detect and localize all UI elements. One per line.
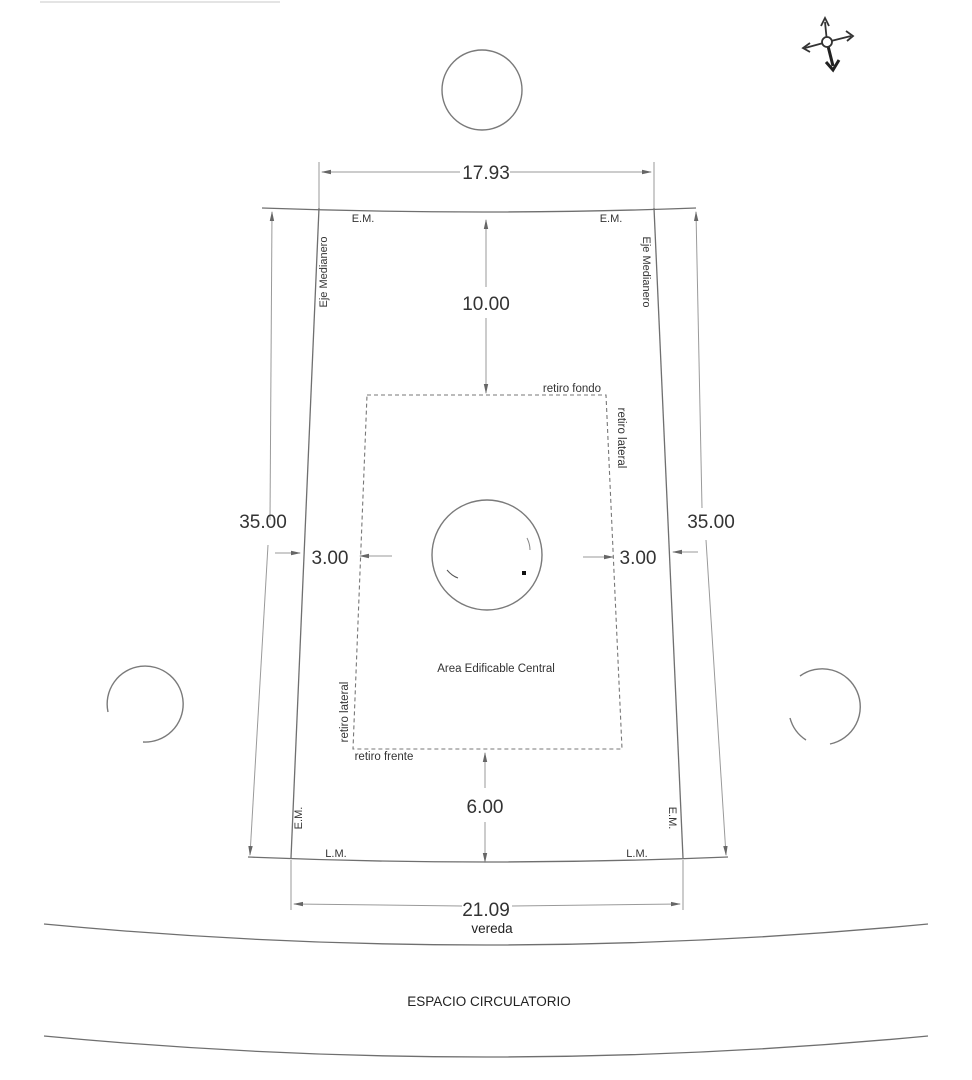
north-arrow-icon bbox=[801, 15, 855, 73]
dim-right-side-setback-label: 3.00 bbox=[620, 548, 657, 569]
street-edge-curve bbox=[43, 1035, 929, 1058]
tree-circle-right bbox=[799, 668, 861, 745]
em-top-left-label: E.M. bbox=[352, 213, 375, 225]
dimension-left-depth: 35.00 bbox=[239, 211, 287, 856]
em-bottom-right-label: E.M. bbox=[666, 807, 678, 830]
dimension-rear-setback: 10.00 bbox=[462, 219, 510, 394]
lm-right-label: L.M. bbox=[626, 848, 647, 860]
dim-front-setback-label: 6.00 bbox=[467, 797, 504, 818]
dimension-right-depth: 35.00 bbox=[687, 211, 735, 856]
em-top-right-label: E.M. bbox=[600, 213, 623, 225]
tree-circle-right-arc bbox=[789, 717, 807, 741]
retiro-frente-label: retiro frente bbox=[355, 751, 414, 763]
buildable-area-label: Area Edificable Central bbox=[437, 663, 555, 675]
retiro-lateral-left-label: retiro lateral bbox=[339, 682, 351, 743]
dimension-right-side-setback: 3.00 bbox=[583, 548, 698, 569]
dim-left-side-setback-label: 3.00 bbox=[312, 548, 349, 569]
tree-circle-left bbox=[106, 665, 184, 743]
dimension-front-setback: 6.00 bbox=[467, 752, 504, 863]
espacio-circulatorio-label: ESPACIO CIRCULATORIO bbox=[407, 994, 571, 1009]
dim-right-depth-label: 35.00 bbox=[687, 512, 735, 533]
vereda-label: vereda bbox=[471, 921, 513, 936]
em-bottom-left-label: E.M. bbox=[293, 807, 305, 830]
dim-left-depth-label: 35.00 bbox=[239, 512, 287, 533]
dim-bottom-width-label: 21.09 bbox=[462, 900, 510, 921]
eje-medianero-right-label: Eje Medianero bbox=[640, 237, 652, 308]
retiro-fondo-label: retiro fondo bbox=[543, 383, 601, 395]
dimension-left-side-setback: 3.00 bbox=[275, 548, 392, 569]
dimension-bottom-width: 21.09 bbox=[290, 860, 684, 921]
retiro-lateral-right-label: retiro lateral bbox=[615, 408, 627, 469]
dim-top-width-label: 17.93 bbox=[462, 163, 510, 184]
tree-circle-top bbox=[441, 49, 523, 131]
dim-rear-setback-label: 10.00 bbox=[462, 294, 510, 315]
lm-left-label: L.M. bbox=[325, 848, 346, 860]
buildable-area-outline bbox=[352, 394, 623, 750]
dimension-top-width: 17.93 bbox=[318, 162, 655, 212]
eje-medianero-left-label: Eje Medianero bbox=[318, 237, 330, 308]
tree-circle-center bbox=[431, 499, 543, 611]
sidewalk-edge-curve bbox=[43, 923, 929, 946]
